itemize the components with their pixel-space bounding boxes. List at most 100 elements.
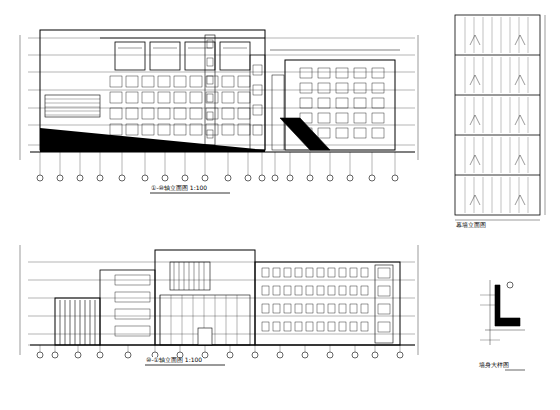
line	[80, 152, 81, 175]
axis-bubble	[162, 175, 168, 181]
axis-bubble	[77, 175, 83, 181]
line	[519, 57, 520, 93]
line	[90, 300, 91, 345]
line	[485, 330, 525, 331]
axis-bubble	[202, 175, 208, 181]
axis-bubble	[142, 175, 148, 181]
axis-bubble	[507, 282, 513, 288]
line	[226, 295, 227, 345]
outline	[354, 83, 366, 93]
outline	[372, 83, 384, 93]
line	[75, 300, 76, 345]
outline	[158, 124, 170, 135]
outline	[273, 322, 280, 331]
outline	[378, 304, 390, 314]
line	[262, 152, 263, 175]
line	[418, 35, 419, 160]
axis-bubble	[125, 352, 131, 358]
outline	[284, 322, 291, 331]
line	[180, 345, 181, 352]
opening-mark	[470, 155, 480, 165]
outline	[336, 83, 348, 93]
outline	[115, 309, 150, 319]
outline	[306, 304, 313, 313]
line	[28, 72, 415, 73]
line	[182, 295, 183, 345]
outline	[142, 76, 154, 87]
outline	[222, 92, 234, 103]
ground-section	[40, 128, 265, 152]
outline	[262, 304, 269, 313]
outline	[317, 268, 324, 277]
line	[85, 300, 86, 345]
outline	[207, 40, 213, 48]
line	[519, 177, 520, 213]
line	[492, 177, 493, 213]
line	[28, 125, 415, 126]
outline	[170, 262, 210, 290]
outline	[354, 128, 366, 138]
line	[28, 345, 415, 346]
line	[20, 245, 21, 355]
opening-mark	[470, 195, 480, 205]
axis-bubble	[347, 175, 353, 181]
outline	[255, 262, 400, 345]
outline	[361, 268, 368, 277]
outline	[198, 328, 212, 345]
line	[28, 334, 415, 335]
line	[474, 177, 475, 213]
outline	[306, 322, 313, 331]
axis-bubble	[245, 175, 251, 181]
line	[480, 305, 495, 306]
line	[310, 152, 311, 175]
line	[228, 152, 229, 175]
axis-bubble	[37, 352, 43, 358]
line	[501, 177, 502, 213]
outline	[222, 124, 234, 135]
outline	[158, 108, 170, 119]
line	[95, 300, 96, 345]
outline	[300, 98, 312, 108]
outline	[142, 124, 154, 135]
outline	[262, 286, 269, 295]
outline	[174, 124, 186, 135]
line	[28, 90, 415, 91]
line	[28, 38, 415, 39]
outline	[206, 108, 218, 119]
line	[70, 300, 71, 345]
line	[483, 137, 484, 173]
line	[40, 345, 41, 352]
line	[30, 151, 415, 152]
axis-bubble	[277, 352, 283, 358]
axis-bubble	[397, 352, 403, 358]
line	[160, 295, 161, 345]
line	[455, 55, 540, 56]
line	[20, 35, 21, 160]
line	[185, 152, 186, 175]
line	[510, 57, 511, 93]
outline	[222, 76, 234, 87]
line	[118, 48, 142, 49]
outline	[306, 286, 313, 295]
outline	[190, 92, 202, 103]
outline	[174, 76, 186, 87]
outline	[142, 108, 154, 119]
line	[205, 345, 206, 352]
outline	[115, 292, 150, 302]
outline	[238, 76, 250, 87]
axis-bubble	[252, 352, 258, 358]
outline	[378, 268, 390, 278]
outline	[318, 98, 330, 108]
outline	[110, 76, 122, 87]
line	[270, 50, 400, 51]
line	[501, 137, 502, 173]
outline	[190, 108, 202, 119]
outline	[339, 286, 346, 295]
outline	[295, 286, 302, 295]
line	[60, 152, 61, 175]
outline	[328, 286, 335, 295]
line	[455, 175, 540, 176]
line	[465, 17, 466, 53]
line	[492, 97, 493, 133]
outline	[238, 108, 250, 119]
